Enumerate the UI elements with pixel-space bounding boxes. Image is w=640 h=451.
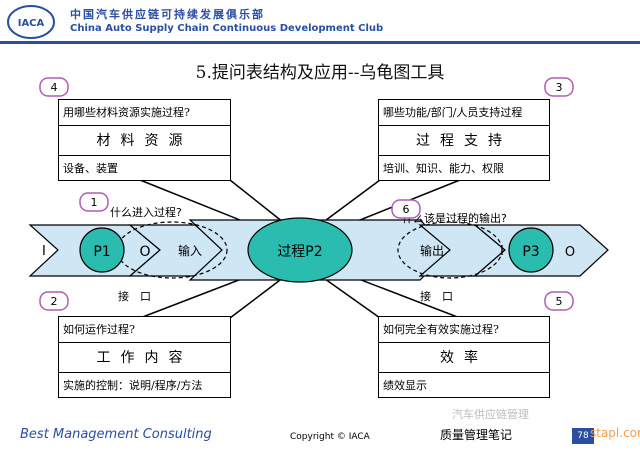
- output-word: 输出: [420, 243, 444, 258]
- efficiency-title: 效率: [379, 343, 549, 373]
- interface-ellipse-right: [397, 221, 503, 279]
- work-detail: 实施的控制：说明/程序/方法: [63, 379, 203, 392]
- materials-question: 用哪些材料资源实施过程?: [59, 100, 230, 126]
- support-detail: 培训、知识、能力、权限: [383, 162, 504, 175]
- badge-5: 5: [544, 291, 574, 311]
- efficiency-question: 如何完全有效实施过程?: [379, 317, 549, 343]
- badge-text: 1: [91, 196, 98, 209]
- badge-text: 3: [556, 81, 563, 94]
- header-title-cn: 中国汽车供应链可持续发展俱乐部: [70, 8, 265, 21]
- materials-detail: 设备、装置: [63, 162, 118, 175]
- logo-text: IACA: [18, 18, 45, 29]
- badge-1: 1: [79, 192, 109, 212]
- page-number: 78: [572, 428, 594, 444]
- watermark-url: stapl.com: [590, 426, 640, 440]
- process-label: 过程P2: [277, 244, 322, 260]
- footer-company: Best Management Consulting: [20, 427, 212, 442]
- connector-line: [317, 179, 381, 227]
- p1-label: P1: [93, 244, 110, 260]
- materials-title: 材料资源: [59, 126, 230, 156]
- p1-circle: [79, 227, 125, 273]
- badge-text: 4: [51, 81, 58, 94]
- badge-3: 3: [544, 77, 574, 97]
- badge-text: 2: [51, 295, 58, 308]
- footer-copyright: Copyright © IACA: [290, 432, 370, 442]
- i2-label: I: [500, 244, 504, 259]
- efficiency-box: 如何完全有效实施过程? 效率 绩效显示: [378, 316, 550, 398]
- o2-label: O: [565, 245, 575, 260]
- interface-left: 接 口: [118, 290, 151, 303]
- interface-right: 接 口: [420, 290, 453, 303]
- badge-text: 5: [556, 295, 563, 308]
- header-title-en: China Auto Supply Chain Continuous Devel…: [70, 23, 384, 34]
- badge-2: 2: [39, 291, 69, 311]
- support-question: 哪些功能/部门/人员支持过程: [379, 100, 549, 126]
- work-title: 工作内容: [59, 343, 230, 373]
- work-content-box: 如何运作过程? 工作内容 实施的控制：说明/程序/方法: [58, 316, 231, 398]
- badge-4: 4: [39, 77, 69, 97]
- input-label: I: [42, 244, 46, 259]
- p3-circle: [508, 227, 554, 273]
- page-title: 5.提问表结构及应用--乌龟图工具: [195, 63, 445, 83]
- iaca-logo: IACA: [7, 5, 55, 39]
- p3-label: P3: [522, 244, 539, 260]
- efficiency-detail: 绩效显示: [383, 379, 427, 392]
- support-box: 哪些功能/部门/人员支持过程 过程支持 培训、知识、能力、权限: [378, 99, 550, 181]
- support-title: 过程支持: [379, 126, 549, 156]
- question-left: 什么进入过程?: [110, 206, 182, 219]
- connector-line: [229, 273, 289, 319]
- materials-box: 用哪些材料资源实施过程? 材料资源 设备、装置: [58, 99, 231, 181]
- question-right: 什么该是过程的输出?: [402, 211, 507, 225]
- footer-brand: 质量管理笔记: [440, 428, 513, 442]
- input-word: 输入: [178, 243, 202, 258]
- badge-6: 6: [391, 199, 421, 219]
- work-question: 如何运作过程?: [59, 317, 230, 343]
- header-divider: [0, 41, 640, 44]
- badge-text: 6: [403, 203, 410, 216]
- watermark: 汽车供应链管理: [452, 408, 529, 421]
- process-circle: [247, 217, 353, 283]
- connector-line: [229, 179, 289, 227]
- connector-line: [317, 273, 381, 319]
- output-label: O: [139, 244, 150, 260]
